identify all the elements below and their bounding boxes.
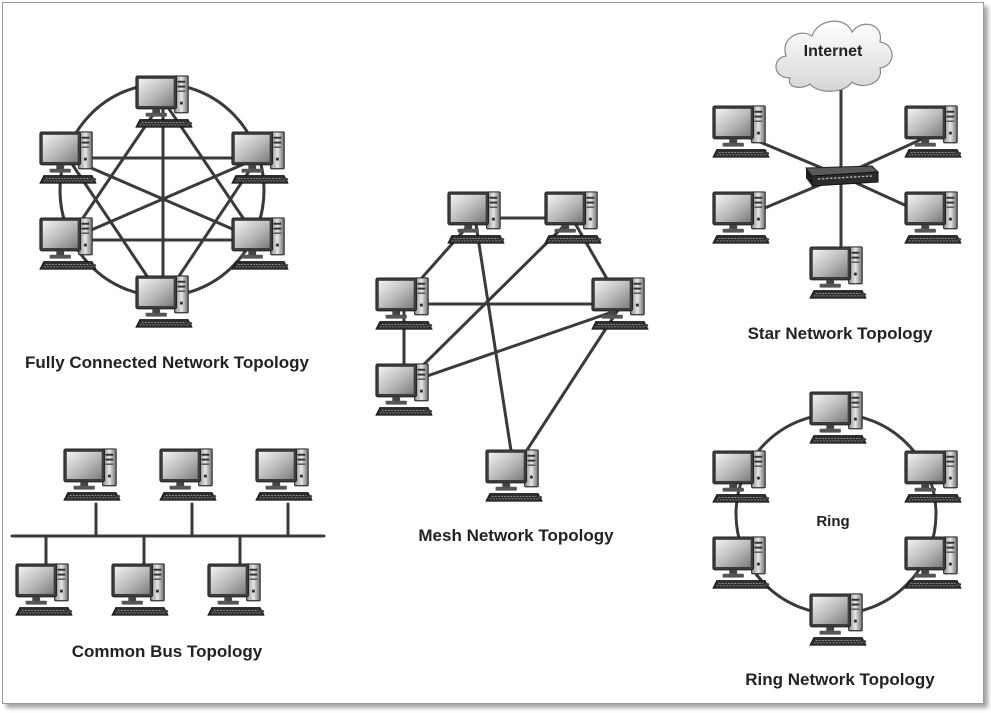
- computer-icon: [39, 131, 97, 184]
- computer-icon: [712, 191, 770, 244]
- computer-icon: [231, 217, 289, 270]
- star-topology: Internet Star Network Topology: [712, 20, 962, 343]
- fully-connected-caption: Fully Connected Network Topology: [25, 353, 310, 372]
- ring-caption: Ring Network Topology: [745, 670, 935, 689]
- computer-icon: [111, 563, 169, 616]
- mesh-links: [402, 216, 620, 472]
- fully-connected-topology: Fully Connected Network Topology: [25, 75, 310, 372]
- mesh-topology: Mesh Network Topology: [375, 191, 649, 545]
- computer-icon: [207, 563, 265, 616]
- computer-icon: [904, 105, 962, 158]
- computer-icon: [809, 391, 867, 444]
- computer-icon: [255, 448, 313, 501]
- computer-icon: [375, 363, 433, 416]
- computer-icon: [447, 191, 505, 244]
- common-bus-caption: Common Bus Topology: [72, 642, 263, 661]
- network-switch-icon: [805, 165, 880, 187]
- computer-icon: [904, 191, 962, 244]
- star-caption: Star Network Topology: [748, 324, 933, 343]
- computer-icon: [63, 448, 121, 501]
- computer-icon: [712, 450, 770, 503]
- computer-icon: [712, 536, 770, 589]
- computer-icon: [135, 275, 193, 328]
- computer-icon: [231, 131, 289, 184]
- computer-icon: [39, 217, 97, 270]
- computer-icon: [809, 593, 867, 646]
- computer-icon: [159, 448, 217, 501]
- computer-icon: [544, 191, 602, 244]
- internet-label: Internet: [804, 43, 863, 60]
- common-bus-topology: Common Bus Topology: [10, 448, 326, 661]
- computer-icon: [485, 449, 543, 502]
- computer-icon: [591, 277, 649, 330]
- computer-icon: [15, 563, 73, 616]
- computer-icon: [904, 450, 962, 503]
- computer-icon: [712, 105, 770, 158]
- mesh-caption: Mesh Network Topology: [418, 526, 614, 545]
- computer-icon: [809, 246, 867, 299]
- computer-icon: [904, 536, 962, 589]
- computer-icon: [375, 277, 433, 330]
- computer-icon: [135, 75, 193, 128]
- ring-center-label: Ring: [816, 513, 849, 530]
- ring-topology: Ring Ring Network Topology: [712, 391, 962, 689]
- cloud-icon: [775, 20, 893, 92]
